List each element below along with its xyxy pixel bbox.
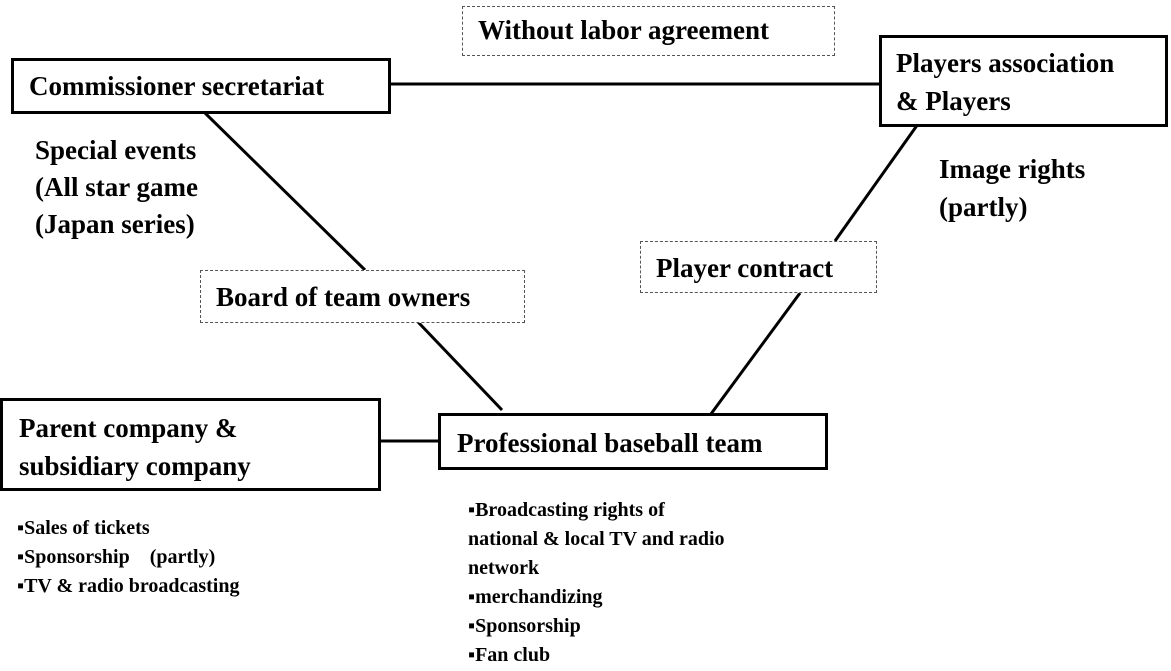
special-events-line2: (All star game (35, 172, 198, 202)
parent-label-line1: Parent company & (19, 413, 238, 443)
players-label-line2: & Players (896, 86, 1011, 116)
list-item: network (468, 557, 540, 579)
list-item: ▪Fan club (468, 644, 551, 666)
line-board-team (416, 320, 504, 412)
commissioner-label: Commissioner secretariat (29, 71, 325, 101)
player-contract-label: Player contract (656, 253, 834, 283)
parent-label-line2: subsidiary company (19, 451, 251, 481)
board-label: Board of team owners (216, 282, 471, 312)
image-rights-line2: (partly) (939, 192, 1028, 222)
players-box: Players association & Players (879, 35, 1168, 127)
parent-box: Parent company & subsidiary company (0, 398, 381, 491)
list-item: ▪merchandizing (468, 586, 603, 608)
team-label: Professional baseball team (457, 428, 763, 458)
line-commissioner-board (203, 111, 367, 272)
list-item: ▪Sponsorship (468, 615, 581, 637)
player-contract-box: Player contract (640, 241, 877, 293)
line-players-contract (833, 123, 920, 242)
without-labor-label: Without labor agreement (478, 15, 769, 45)
list-item: ▪Broadcasting rights of (468, 499, 665, 521)
commissioner-box: Commissioner secretariat (11, 58, 391, 114)
special-events-line3: (Japan series) (35, 209, 195, 239)
image-rights-line1: Image rights (939, 154, 1086, 184)
list-item: ▪Sales of tickets (17, 517, 150, 539)
list-item: national & local TV and radio (468, 528, 725, 550)
without-labor-box: Without labor agreement (462, 6, 835, 56)
list-item: ▪TV & radio broadcasting (17, 575, 240, 597)
list-item: ▪Sponsorship (partly) (17, 546, 216, 568)
line-contract-team (706, 292, 802, 419)
players-label-line1: Players association (896, 48, 1115, 78)
special-events-line1: Special events (35, 135, 197, 165)
board-box: Board of team owners (200, 270, 525, 323)
team-box: Professional baseball team (438, 413, 828, 470)
